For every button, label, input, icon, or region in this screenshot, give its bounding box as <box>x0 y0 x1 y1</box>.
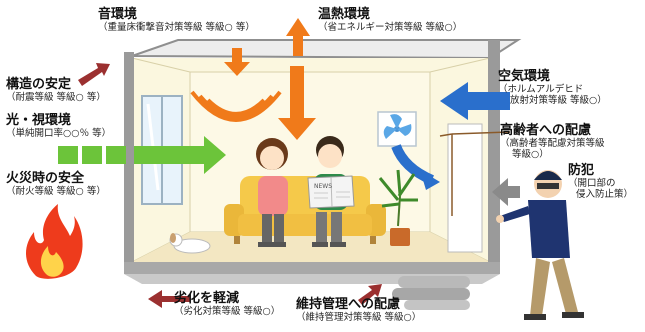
label-thermal-title: 温熱環境 <box>318 7 371 22</box>
label-air-sub2: 放射対策等級 等級○） <box>510 94 607 106</box>
label-fire: 火災時の安全 （耐火等級 等級○ 等） <box>6 171 106 198</box>
label-sound-title: 音環境 <box>98 7 138 22</box>
elderly-arrow <box>391 144 440 190</box>
air-arrow <box>440 82 510 120</box>
woman-figure <box>256 138 288 247</box>
label-fire-sub: （耐火等級 等級○ 等） <box>6 185 106 197</box>
newspaper-text: NEWS <box>314 183 332 190</box>
label-elderly: 高齢者への配慮 （高齢者等配慮対策等級 等級○） <box>500 123 605 161</box>
fire-icon <box>26 204 83 279</box>
label-sound-sub: （重量床衝撃音対策等級 等級○ 等） <box>98 21 255 33</box>
label-elderly-title: 高齢者への配慮 <box>500 123 592 138</box>
label-air-sub1: （ホルムアルデヒド <box>498 83 584 95</box>
maintenance-arrow <box>358 284 382 305</box>
label-sound: 音環境 （重量床衝撃音対策等級 等級○ 等） <box>98 7 255 34</box>
label-elderly-sub2: 等級○） <box>512 148 549 160</box>
label-maintenance: 維持管理への配慮 （維持管理対策等級 等級○） <box>296 297 422 324</box>
sofa <box>224 176 386 244</box>
label-air-title: 空気環境 <box>498 69 551 84</box>
label-thermal: 温熱環境 （省エネルギー対策等級 等級○） <box>318 7 463 34</box>
label-maintenance-title: 維持管理への配慮 <box>296 297 401 312</box>
light-arrow <box>58 136 226 174</box>
label-light-sub: （単純開口率○○％ 等） <box>6 127 112 139</box>
label-deterioration-sub: （劣化対策等級 等級○） <box>174 305 281 317</box>
label-air: 空気環境 （ホルムアルデヒド 放射対策等級 等級○） <box>498 69 607 107</box>
fan-icon <box>377 111 417 147</box>
label-elderly-sub1: （高齢者等配慮対策等級 <box>500 137 605 149</box>
label-deterioration: 劣化を軽減 （劣化対策等級 等級○） <box>174 291 281 318</box>
label-security: 防犯 （開口部の 侵入防止策） <box>568 163 634 201</box>
label-security-title: 防犯 <box>568 163 595 178</box>
security-arrow <box>492 178 520 206</box>
label-deterioration-title: 劣化を軽減 <box>174 291 240 306</box>
label-thermal-sub: （省エネルギー対策等級 等級○） <box>318 21 463 33</box>
structure-arrow <box>78 63 110 86</box>
dog-icon <box>169 233 211 254</box>
label-structure: 構造の安定 （耐震等級 等級○ 等） <box>6 77 106 104</box>
pipes-icon <box>392 276 470 310</box>
plant-icon <box>378 169 418 246</box>
deterioration-arrow <box>148 290 190 308</box>
label-structure-sub: （耐震等級 等級○ 等） <box>6 91 106 103</box>
label-security-sub1: （開口部の <box>568 177 616 189</box>
label-structure-title: 構造の安定 <box>6 77 72 92</box>
thermal-arrow-up <box>286 18 310 56</box>
sound-arrow <box>224 48 250 76</box>
label-light: 光・視環境 （単純開口率○○％ 等） <box>6 113 112 140</box>
label-security-sub2: 侵入防止策） <box>576 188 634 200</box>
thermal-arrow-down <box>278 66 316 140</box>
burglar-icon <box>496 170 584 320</box>
label-fire-title: 火災時の安全 <box>6 171 85 186</box>
elderly-pointer <box>439 131 511 216</box>
sound-wave-icon <box>190 90 282 122</box>
label-light-title: 光・視環境 <box>6 113 72 128</box>
newspaper: NEWS <box>307 175 355 209</box>
label-maintenance-sub: （維持管理対策等級 等級○） <box>296 311 422 323</box>
